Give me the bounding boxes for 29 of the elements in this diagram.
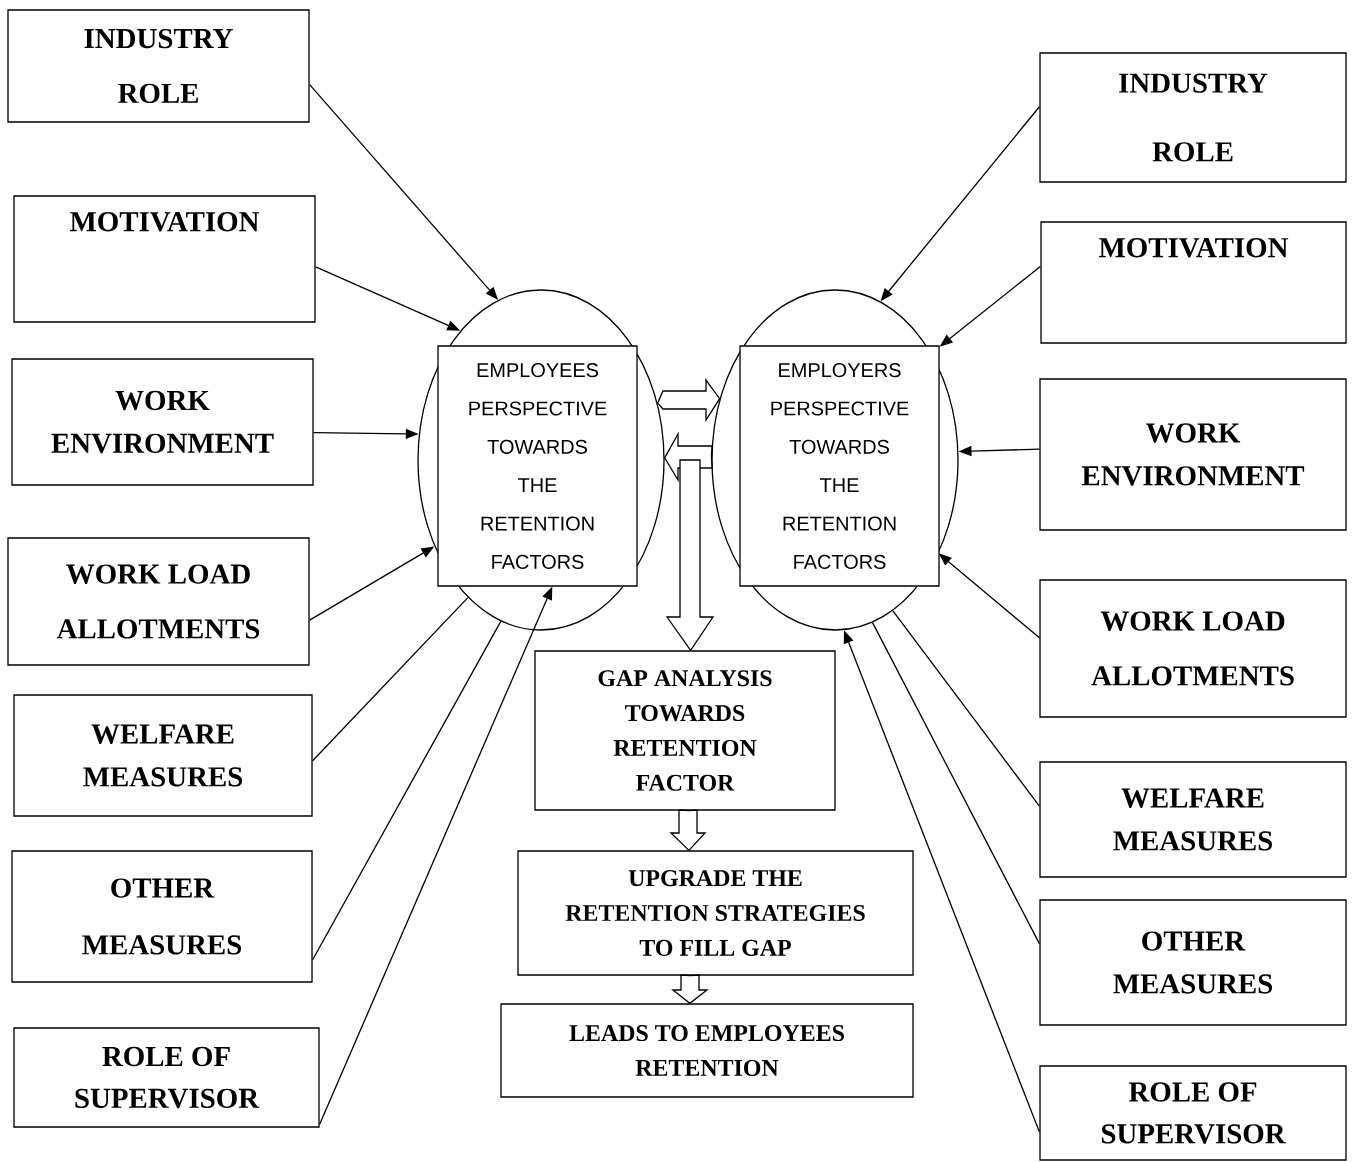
- connector-line: [312, 620, 502, 961]
- perspective-box: EMPLOYEES PERSPECTIVE TOWARDS THE RETENTION FACTORS: [437, 345, 638, 587]
- factor-box: OTHER MEASURES: [11, 850, 313, 983]
- ellipse: [417, 289, 665, 631]
- connector-line: [892, 610, 1040, 807]
- connector-line: [871, 621, 1040, 945]
- factor-box: MOTIVATION: [13, 195, 316, 323]
- block-arrow: [656, 378, 721, 423]
- factor-box: WELFARE MEASURES: [1039, 761, 1347, 878]
- factor-box: ROLE OF SUPERVISOR: [1039, 1065, 1347, 1161]
- factor-box: WORK ENVIRONMENT: [11, 358, 314, 486]
- block-arrow: [669, 809, 707, 852]
- process-box: LEADS TO EMPLOYEES RETENTION: [500, 1003, 914, 1098]
- block-arrow: [665, 459, 715, 652]
- factor-box: MOTIVATION: [1040, 221, 1347, 344]
- factor-box: INDUSTRY ROLE: [1039, 52, 1347, 183]
- factor-box: WELFARE MEASURES: [13, 694, 313, 817]
- perspective-box: EMPLOYERS PERSPECTIVE TOWARDS THE RETENTION FACTORS: [739, 345, 940, 587]
- factor-box: OTHER MEASURES: [1039, 899, 1347, 1026]
- ellipse: [711, 289, 959, 631]
- factor-box: WORK LOAD ALLOTMENTS: [7, 537, 310, 666]
- factor-box: WORK ENVIRONMENT: [1039, 378, 1347, 531]
- factor-box: WORK LOAD ALLOTMENTS: [1039, 579, 1347, 718]
- connector-line: [312, 596, 469, 762]
- process-box: UPGRADE THE RETENTION STRATEGIES TO FILL GAP: [517, 850, 914, 976]
- factor-box: ROLE OF SUPERVISOR: [13, 1027, 320, 1128]
- block-arrow: [671, 974, 709, 1005]
- factor-box: INDUSTRY ROLE: [7, 9, 310, 123]
- process-box: GAP ANALYSIS TOWARDS RETENTION FACTOR: [534, 650, 836, 811]
